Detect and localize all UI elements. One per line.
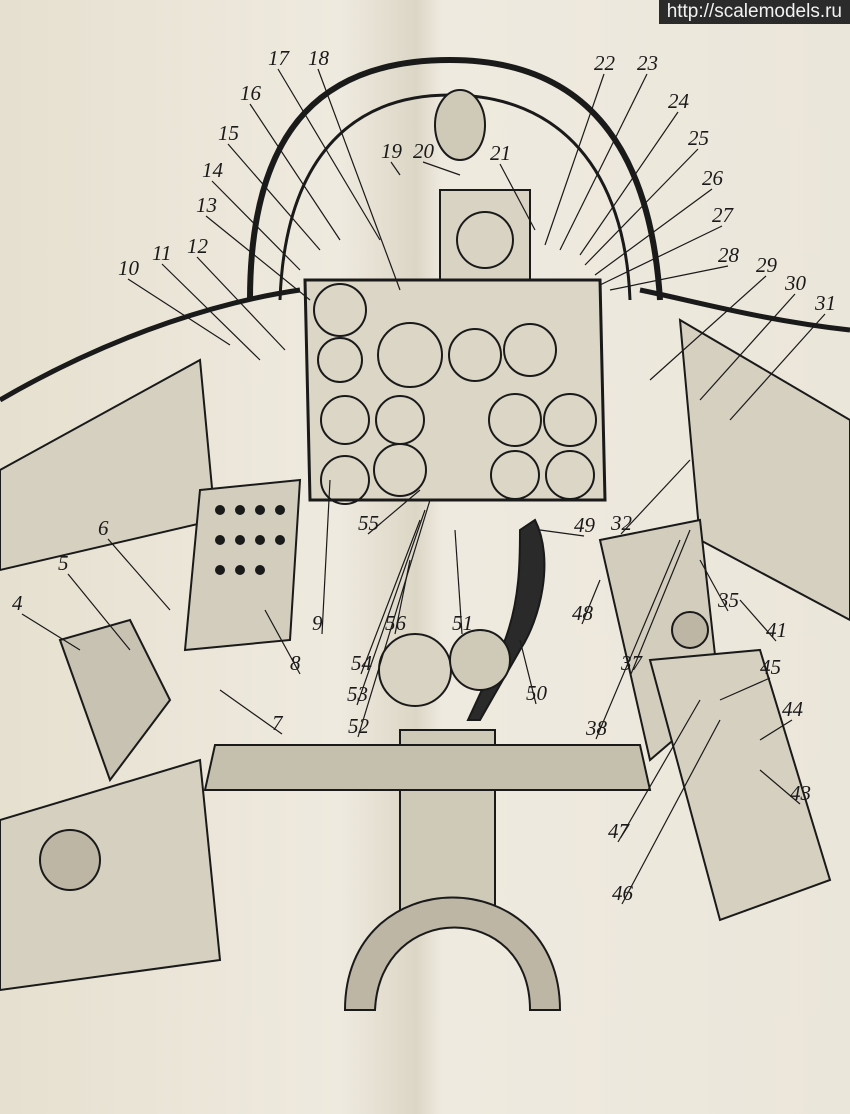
callout-8: 8 [290,651,301,675]
cockpit-linework [0,56,850,1011]
leader-line-21 [499,163,536,231]
leader-line-53 [356,509,426,706]
leader-line-44 [759,719,793,741]
callout-13: 13 [196,193,217,217]
callout-26: 26 [702,166,724,190]
callout-6: 6 [98,516,109,540]
leader-line-35 [699,559,729,612]
callout-31: 31 [814,291,836,315]
callout-14: 14 [202,158,224,182]
callout-49: 49 [574,513,596,537]
callout-22: 22 [594,51,616,75]
callout-29: 29 [756,253,778,277]
leader-line-41 [739,599,777,642]
leader-line-14 [211,180,301,271]
leader-line-10 [127,278,231,346]
leader-line-24 [579,111,679,256]
callout-10: 10 [118,256,140,280]
leader-line-19 [390,161,401,176]
callout-18: 18 [308,46,330,70]
callout-43: 43 [790,781,811,805]
leader-line-20 [422,161,461,176]
leader-line-46 [621,719,721,905]
leader-line-55 [367,489,421,535]
callout-28: 28 [718,243,740,267]
callout-24: 24 [668,89,690,113]
leader-line-15 [227,143,321,251]
callout-9: 9 [312,611,323,635]
callout-12: 12 [187,234,209,258]
leader-line-51 [454,529,463,635]
callout-46: 46 [612,881,634,905]
leader-line-52 [357,499,431,738]
callout-52: 52 [348,714,370,738]
callout-21: 21 [490,141,511,165]
callout-32: 32 [610,511,633,535]
leader-line-54 [360,519,421,675]
watermark: http://scalemodels.ru [658,0,850,24]
leader-line-56 [394,559,411,635]
callout-30: 30 [784,271,807,295]
leader-lines [21,68,826,905]
leader-line-23 [559,73,648,251]
leader-line-38 [595,539,681,740]
leader-line-49 [539,529,585,537]
leader-line-26 [594,188,713,276]
callout-20: 20 [413,139,435,163]
callout-25: 25 [688,126,709,150]
leader-line-32 [620,459,691,535]
callout-51: 51 [452,611,473,635]
leader-line-18 [317,68,401,291]
leader-line-8 [264,609,301,675]
callout-47: 47 [608,819,631,843]
leader-line-45 [719,677,771,701]
leader-line-4 [21,613,81,651]
leader-line-7 [219,689,283,735]
callout-44: 44 [782,697,804,721]
callout-19: 19 [381,139,403,163]
leader-line-30 [699,293,796,401]
callout-50: 50 [526,681,548,705]
leader-line-50 [519,639,537,705]
leader-line-9 [321,479,331,635]
callout-45: 45 [760,655,781,679]
leader-line-47 [617,699,701,843]
callout-15: 15 [218,121,239,145]
leader-line-6 [107,538,171,611]
callout-4: 4 [12,591,23,615]
leader-line-48 [581,579,601,625]
callout-35: 35 [717,588,739,612]
leader-line-17 [277,68,381,241]
leader-line-28 [609,265,729,291]
leader-line-16 [249,103,341,241]
leader-line-13 [205,215,311,301]
callout-38: 38 [585,716,608,740]
leader-line-5 [67,573,131,651]
leader-line-22 [544,73,605,246]
callout-27: 27 [712,203,735,227]
leader-line-27 [599,225,723,286]
leader-line-12 [196,256,286,351]
leader-line-43 [759,769,801,805]
callout-48: 48 [572,601,594,625]
leader-line-37 [630,529,691,675]
leader-line-31 [729,313,826,421]
callout-16: 16 [240,81,262,105]
leader-line-11 [161,263,261,361]
callout-55: 55 [358,511,379,535]
callout-17: 17 [268,46,291,70]
callout-41: 41 [766,618,787,642]
leader-line-29 [649,275,767,381]
callout-11: 11 [152,241,171,265]
leader-line-25 [584,148,699,266]
callout-23: 23 [637,51,658,75]
callout-5: 5 [58,551,69,575]
